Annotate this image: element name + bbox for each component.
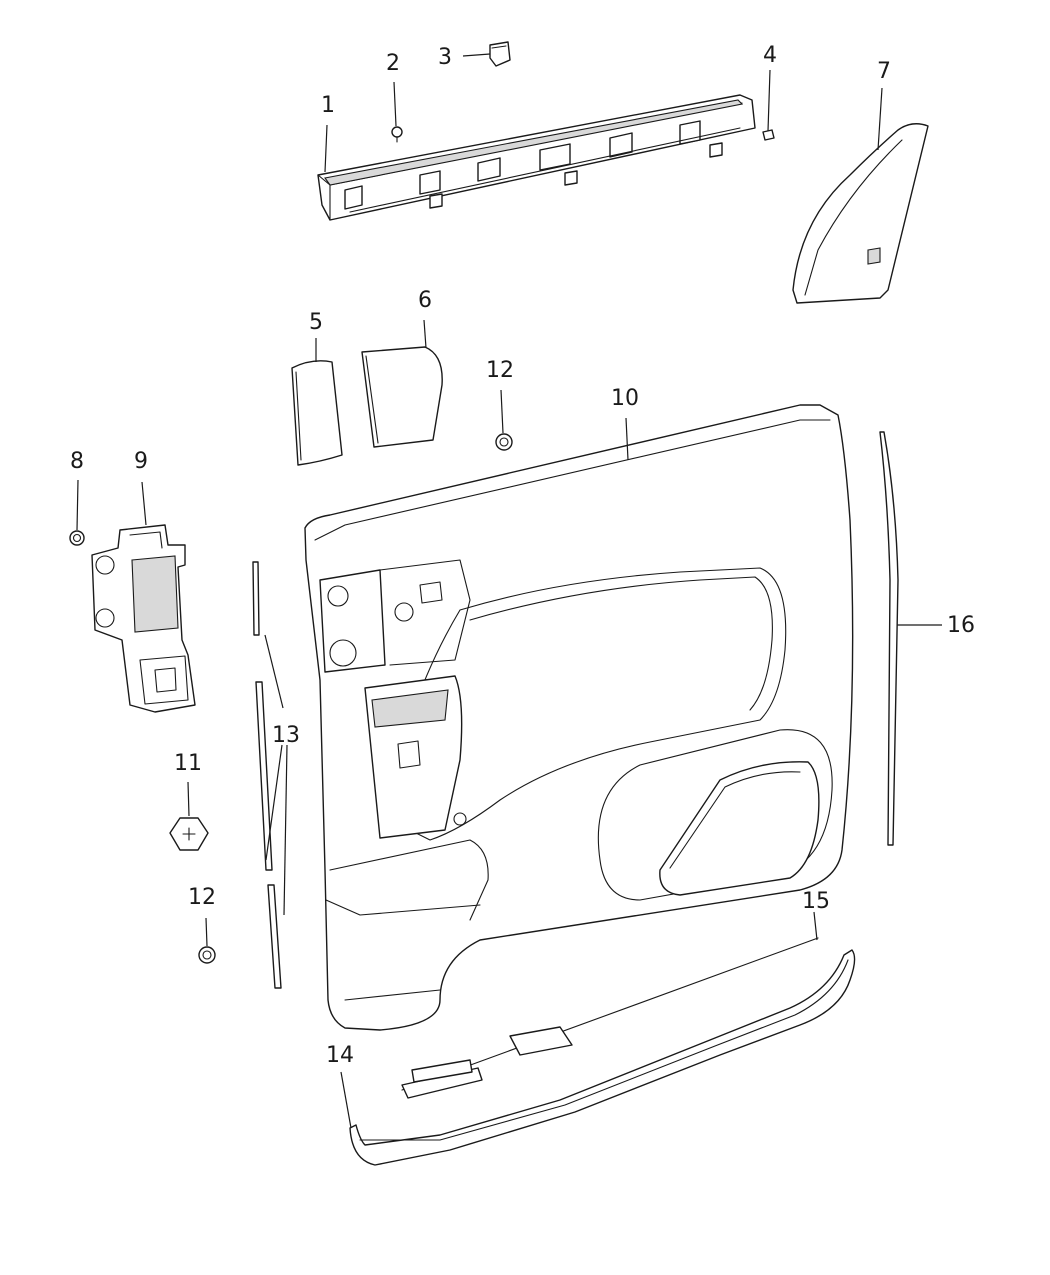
part-8-washer: [69, 530, 85, 546]
part-3-clip: [489, 41, 511, 67]
callout-2: 2: [386, 51, 400, 76]
callout-4: 4: [763, 43, 777, 68]
callout-9: 9: [134, 449, 148, 474]
callout-8: 8: [70, 449, 84, 474]
part-12-clip-upper: [495, 433, 513, 451]
callout-16: 16: [947, 613, 975, 638]
callout-13: 13: [272, 723, 300, 748]
callout-10: 10: [611, 386, 639, 411]
callout-15: 15: [802, 889, 830, 914]
callout-1: 1: [321, 93, 335, 118]
part-2-screw: [391, 126, 403, 143]
leader-lines: [76, 53, 942, 1129]
part-14-sill-trim: [349, 949, 856, 1166]
callout-3: 3: [438, 45, 452, 70]
callout-14: 14: [326, 1043, 354, 1068]
part-11-nut: [169, 817, 209, 851]
part-15-rod: [401, 937, 819, 1099]
callout-11: 11: [174, 751, 202, 776]
part-12-clip-lower: [198, 946, 216, 964]
callout-7: 7: [877, 59, 891, 84]
callout-12-upper: 12: [486, 358, 514, 383]
callout-5: 5: [309, 310, 323, 335]
part-9-handle-mechanism: [91, 524, 196, 713]
part-13-seal-strips: [252, 561, 282, 989]
callout-labels: 1 2 3 4 5 6 7 8 9 10 11 12 12 13 14 15 1…: [70, 43, 975, 1068]
part-6-pad: [361, 346, 443, 448]
part-4-fastener: [762, 129, 775, 141]
callout-12-lower: 12: [188, 885, 216, 910]
part-16-seal-strip: [879, 431, 899, 846]
part-1-upper-rail: [317, 94, 756, 221]
part-7-corner-trim: [792, 123, 929, 304]
part-5-pad: [291, 360, 343, 466]
part-10-door-panel: [304, 404, 854, 1031]
callout-6: 6: [418, 288, 432, 313]
